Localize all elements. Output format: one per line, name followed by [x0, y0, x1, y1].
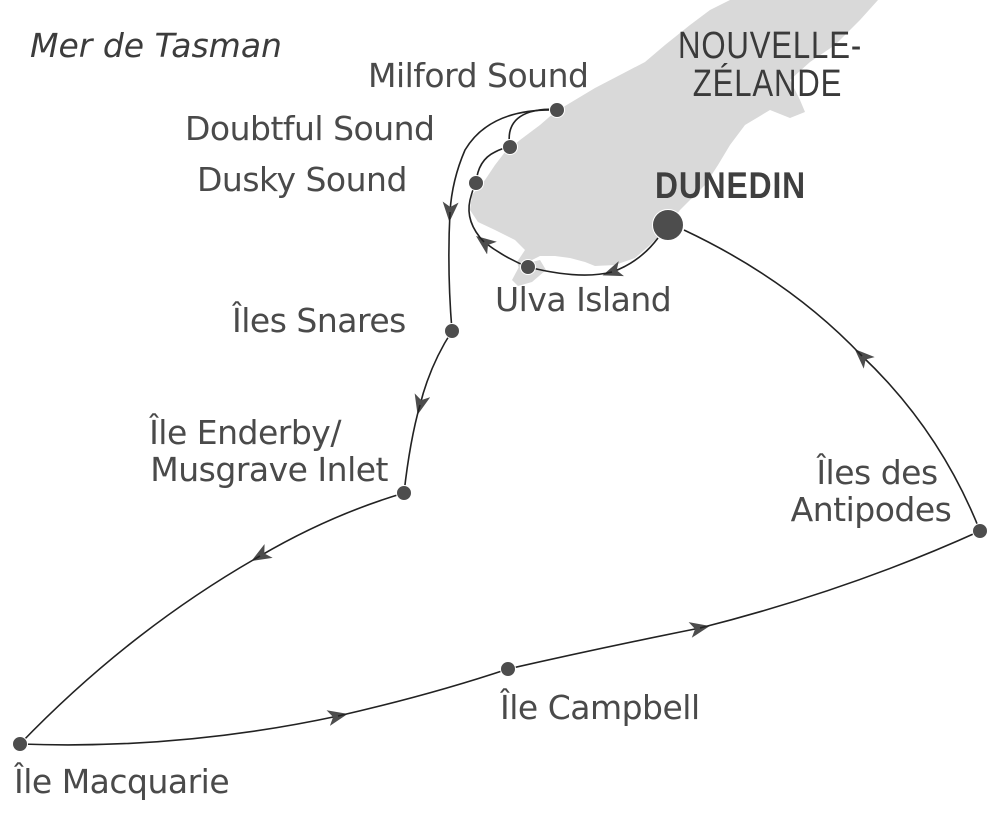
- stop-label-iles-antipodes-line1: Îles des: [816, 453, 938, 492]
- stop-label-doubtful-sound: Doubtful Sound: [185, 109, 435, 148]
- marker-iles-snares[interactable]: [444, 323, 460, 339]
- stop-label-iles-antipodes-line2: Antipodes: [790, 489, 952, 529]
- marker-ile-campbell[interactable]: [500, 661, 516, 677]
- port-label-dunedin: DUNEDIN: [655, 165, 806, 206]
- stop-label-ile-macquarie: Île Macquarie: [14, 762, 230, 801]
- stop-label-ile-campbell: Île Campbell: [500, 688, 700, 727]
- route-enderby-macquarie: [251, 492, 405, 562]
- marker-milford-sound[interactable]: [549, 102, 565, 118]
- route-macquarie-campbell: [19, 710, 348, 746]
- stop-label-dusky-sound: Dusky Sound: [197, 160, 407, 199]
- land-south-island: [470, 0, 878, 272]
- sea-label-tasman: Mer de Tasman: [30, 26, 282, 65]
- stop-label-iles-snares: Îles Snares: [232, 301, 406, 340]
- route-antipodes-dunedin: [854, 349, 981, 532]
- stop-label-ile-enderby-line1: Île Enderby/: [149, 413, 341, 452]
- route-dunedin-ulva: [602, 237, 659, 277]
- marker-iles-antipodes[interactable]: [972, 523, 988, 539]
- route-milford-snares: [442, 109, 558, 222]
- stop-label-milford-sound: Milford Sound: [368, 56, 589, 95]
- stop-label-ile-enderby: Île Enderby/ Musgrave Inlet: [120, 413, 388, 489]
- marker-ulva-island[interactable]: [520, 259, 536, 275]
- route-campbell-antipodes: [507, 622, 710, 670]
- marker-ile-enderby[interactable]: [396, 485, 412, 501]
- country-label-new-zealand: NOUVELLE- ZÉLANDE: [678, 27, 862, 103]
- country-label-line2: ZÉLANDE: [692, 63, 843, 105]
- marker-dusky-sound[interactable]: [468, 175, 484, 191]
- stop-label-ulva-island: Ulva Island: [495, 280, 672, 319]
- route: [19, 108, 981, 746]
- stop-label-iles-antipodes: Îles des Antipodes: [776, 453, 966, 529]
- marker-doubtful-sound[interactable]: [502, 139, 518, 155]
- marker-dunedin[interactable]: [652, 209, 684, 241]
- marker-ile-macquarie[interactable]: [12, 736, 28, 752]
- stop-label-ile-enderby-line2: Musgrave Inlet: [150, 449, 388, 489]
- country-label-line1: NOUVELLE-: [678, 25, 863, 67]
- route-snares-enderby: [414, 330, 453, 415]
- stop-markers: [12, 102, 988, 752]
